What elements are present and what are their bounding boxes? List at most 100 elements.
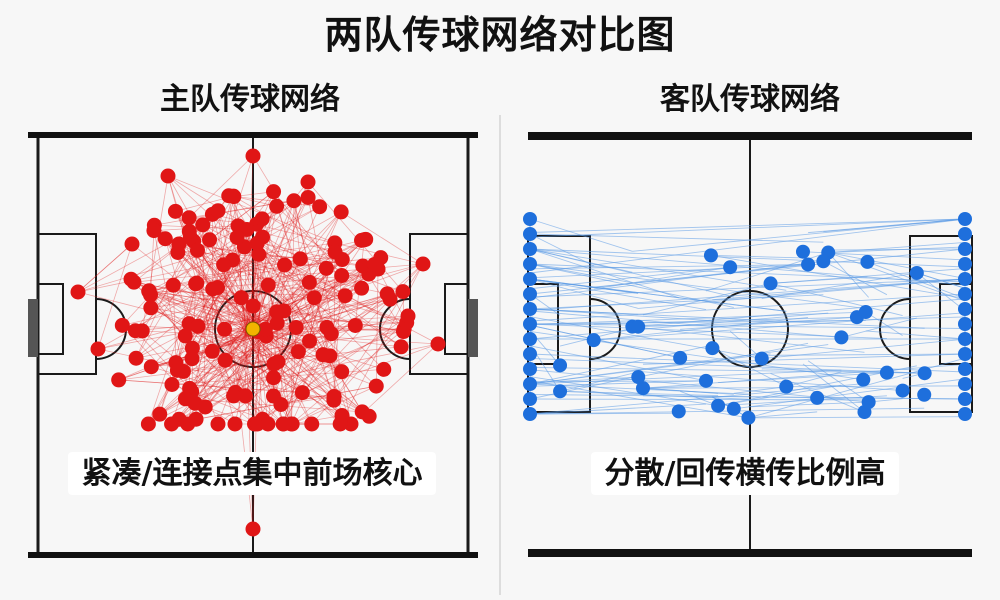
pass-line <box>761 353 966 356</box>
player-node <box>227 416 243 432</box>
pass-line <box>529 248 966 268</box>
pass-line <box>256 243 299 352</box>
pass-line <box>234 285 269 393</box>
pass-line <box>642 282 771 316</box>
pass-line <box>255 242 336 328</box>
pass-line <box>748 416 966 419</box>
player-node <box>795 244 810 259</box>
player-node <box>958 272 972 286</box>
player-node <box>698 373 713 388</box>
pass-line <box>529 382 866 415</box>
pass-line <box>293 200 343 416</box>
panel-divider <box>499 115 501 595</box>
pass-line <box>802 363 865 413</box>
top-bar <box>528 132 972 140</box>
player-node <box>779 379 794 394</box>
pass-line <box>632 326 865 353</box>
pass-line <box>770 282 903 316</box>
player-node <box>415 256 431 272</box>
pass-line <box>529 233 824 243</box>
player-node <box>958 407 972 421</box>
player-node <box>523 272 537 286</box>
pass-line <box>529 278 966 298</box>
pass-line <box>151 254 260 368</box>
player-node <box>801 257 816 272</box>
pass-line <box>733 378 966 410</box>
player-node <box>754 351 769 366</box>
pass-line <box>149 290 250 321</box>
bottom-bar <box>528 549 972 557</box>
pass-line <box>529 264 809 279</box>
pass-line <box>273 322 407 397</box>
pass-line <box>172 285 177 363</box>
pass-line <box>865 330 966 340</box>
pass-line <box>193 241 213 352</box>
player-node <box>856 372 871 387</box>
pass-line <box>559 371 639 392</box>
pass-line <box>246 332 274 397</box>
pass-line <box>197 155 254 327</box>
away-subtitle: 客队传球网络 <box>660 82 840 117</box>
pass-line <box>529 248 679 299</box>
player-node <box>304 416 320 432</box>
pass-line <box>257 200 295 323</box>
pass-line <box>529 218 966 274</box>
home-player-nodes <box>70 148 446 537</box>
player-node <box>90 341 106 357</box>
player-node <box>917 387 932 402</box>
pass-line <box>529 357 925 374</box>
pass-line <box>256 191 274 336</box>
pass-line <box>224 275 342 330</box>
pass-line <box>167 175 335 244</box>
player-node <box>164 376 180 392</box>
pass-line <box>149 259 343 292</box>
pass-line <box>224 200 295 361</box>
pass-line <box>280 264 285 405</box>
pass-line <box>197 325 279 363</box>
player-node <box>187 395 203 411</box>
pass-line <box>560 376 639 382</box>
right-penalty-arc <box>879 298 911 360</box>
pass-line <box>151 366 236 393</box>
pass-line <box>131 243 250 338</box>
pass-line <box>247 330 343 416</box>
pass-line <box>273 239 367 378</box>
pass-line <box>529 218 633 252</box>
player-node <box>631 319 646 334</box>
player-node <box>260 277 276 293</box>
pass-line <box>828 246 966 253</box>
player-node <box>958 362 972 376</box>
pass-line <box>770 268 966 284</box>
away-caption: 分散/回传横传比例高 <box>505 448 985 495</box>
player-node <box>204 343 220 359</box>
player-node <box>367 256 383 272</box>
pass-line <box>188 155 254 219</box>
pass-line <box>529 278 707 310</box>
player-node <box>229 229 245 245</box>
pass-line <box>233 195 343 260</box>
player-node <box>189 275 205 291</box>
pass-line <box>823 260 888 296</box>
pass-line <box>642 353 966 365</box>
pass-line <box>178 243 363 267</box>
pass-line <box>257 329 266 425</box>
pass-line <box>375 269 379 387</box>
player-node <box>202 232 218 248</box>
pass-line <box>135 330 190 389</box>
pass-line <box>171 340 310 385</box>
pass-line <box>865 311 903 336</box>
pass-line <box>529 353 771 385</box>
player-node <box>368 378 384 394</box>
left-goal-area <box>37 283 64 355</box>
pass-line <box>243 211 342 334</box>
player-node <box>523 362 537 376</box>
pass-line <box>191 287 362 392</box>
pass-line <box>148 290 254 307</box>
player-node <box>586 333 601 348</box>
player-node <box>858 305 873 320</box>
pass-line <box>177 252 407 324</box>
player-node <box>361 408 377 424</box>
pass-line <box>212 288 370 417</box>
pass-line <box>529 308 639 315</box>
pass-line <box>171 257 381 425</box>
